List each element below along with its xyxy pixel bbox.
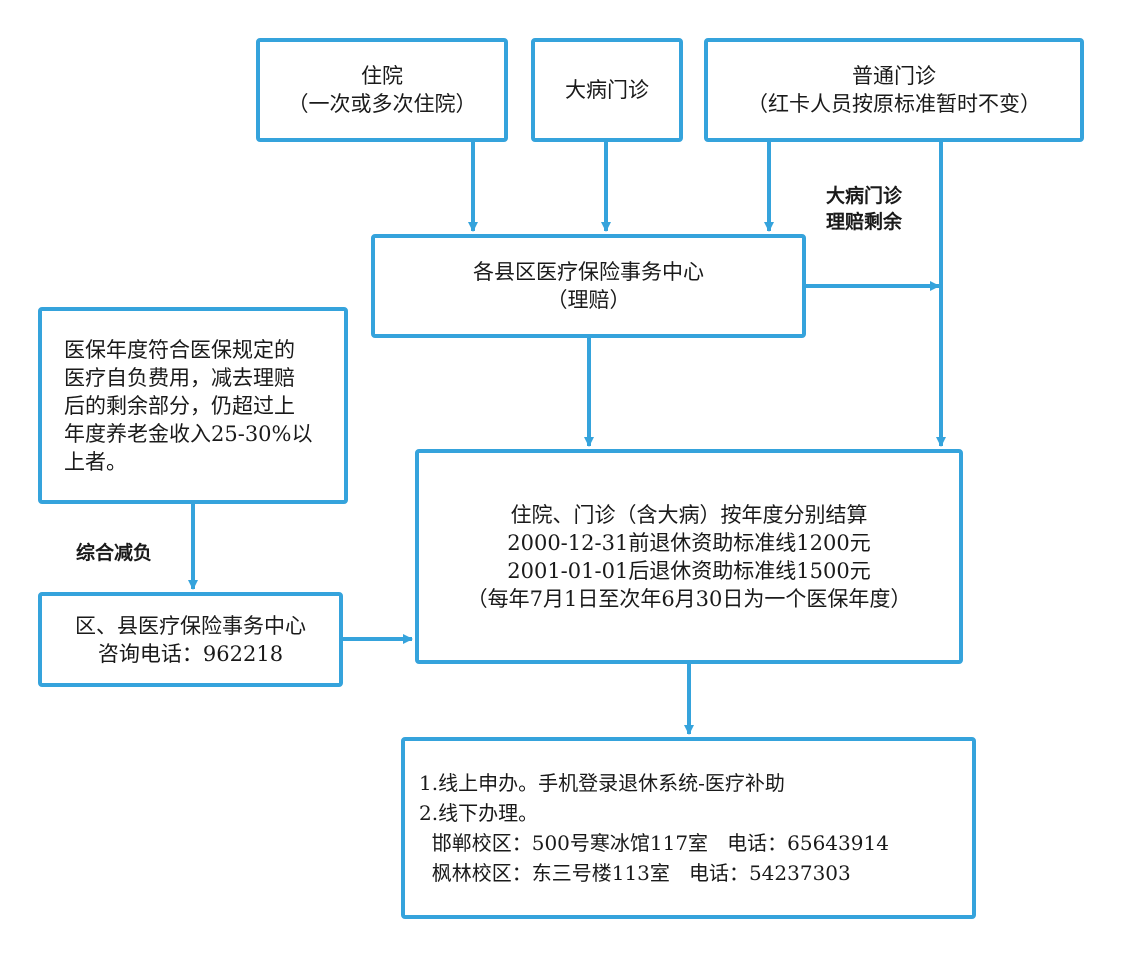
inpatient-line-1: 住院: [361, 64, 403, 88]
settlement-line-1: 住院、门诊（含大病）按年度分别结算: [510, 502, 868, 527]
district-center-line-1: 各县区医疗保险事务中心: [473, 260, 704, 284]
settlement-line-2: 2000-12-31前退休资助标准线1200元: [507, 530, 871, 555]
apply-line-2: 2.线下办理。: [419, 801, 539, 825]
inpatient-line-2: （一次或多次住院）: [287, 92, 477, 116]
general-outpatient-line-2: （红卡人员按原标准暂时不变）: [747, 92, 1041, 116]
condition-line-1: 医保年度符合医保规定的: [64, 337, 295, 362]
apply-line-4: 枫林校区：东三号楼113室 电话：54237303: [419, 861, 851, 885]
general-outpatient-line-1: 普通门诊: [852, 64, 936, 88]
condition-line-5: 上者。: [64, 449, 127, 474]
settlement-line-4: （每年7月1日至次年6月30日为一个医保年度）: [466, 586, 912, 611]
condition-line-2: 医疗自负费用，减去理赔: [64, 365, 295, 390]
apply-line-1: 1.线上申办。手机登录退休系统-医疗补助: [419, 771, 785, 795]
remaining-claim-line-1: 大病门诊: [826, 185, 903, 207]
comprehensive-reduction-label: 综合减负: [76, 542, 153, 564]
consult-line-2: 咨询电话：962218: [97, 641, 284, 666]
consult-box: 区、县医疗保险事务中心 咨询电话：962218: [38, 592, 343, 687]
consult-line-1: 区、县医疗保险事务中心: [75, 613, 306, 638]
district-center-line-2: （理赔）: [546, 288, 631, 312]
condition-line-3: 后的剩余部分，仍超过上: [64, 393, 295, 418]
remaining-claim-label: 大病门诊 理赔剩余: [826, 183, 902, 235]
inpatient-box: 住院 （一次或多次住院）: [256, 38, 508, 142]
serious-outpatient-line-1: 大病门诊: [565, 78, 649, 102]
condition-box: 医保年度符合医保规定的 医疗自负费用，减去理赔 后的剩余部分，仍超过上 年度养老…: [38, 307, 348, 504]
remaining-claim-line-2: 理赔剩余: [826, 211, 903, 233]
condition-line-4: 年度养老金收入25-30%以: [64, 421, 313, 446]
settlement-line-3: 2001-01-01后退休资助标准线1500元: [507, 558, 871, 583]
general-outpatient-box: 普通门诊 （红卡人员按原标准暂时不变）: [704, 38, 1084, 142]
apply-box: 1.线上申办。手机登录退休系统-医疗补助 2.线下办理。 邯郸校区：500号寒冰…: [401, 737, 976, 919]
serious-outpatient-box: 大病门诊: [531, 38, 683, 142]
district-center-box: 各县区医疗保险事务中心 （理赔）: [371, 234, 806, 338]
settlement-box: 住院、门诊（含大病）按年度分别结算 2000-12-31前退休资助标准线1200…: [415, 449, 963, 664]
apply-line-3: 邯郸校区：500号寒冰馆117室 电话：65643914: [419, 831, 889, 855]
